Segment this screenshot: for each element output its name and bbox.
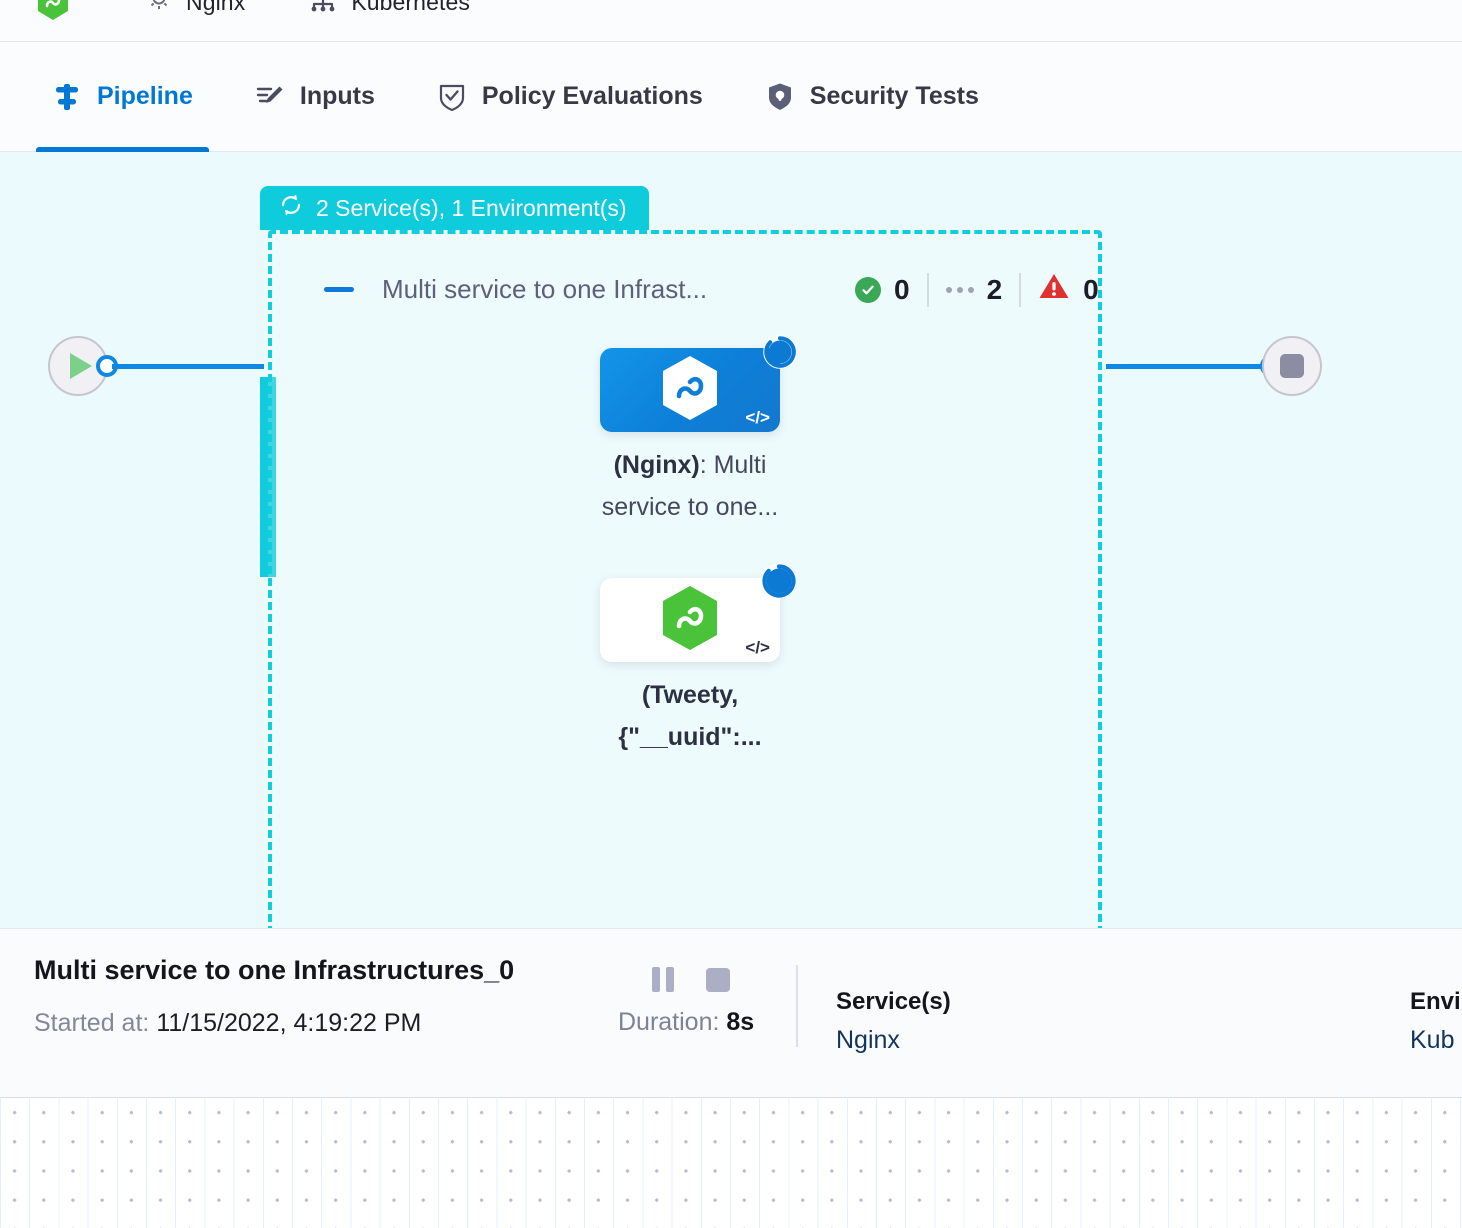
node-card-nginx[interactable]: </> [600, 348, 780, 432]
tab-inputs[interactable]: Inputs [239, 42, 391, 152]
detail-divider [796, 965, 798, 1047]
node-status-spinner-nginx [763, 335, 797, 369]
breadcrumb-label-2: Kubernetes [351, 0, 470, 15]
breadcrumb-item-nginx[interactable]: Nginx [144, 0, 245, 21]
inputs-pencil-icon [255, 82, 285, 112]
breadcrumb-item-kubernetes[interactable]: Kubernetes [307, 0, 470, 21]
status-success-count: 0 [894, 273, 910, 305]
stop-icon [1280, 354, 1304, 378]
status-error-count: 0 [1083, 273, 1099, 305]
minus-icon[interactable] [324, 287, 354, 292]
execution-detail-bar [0, 928, 1462, 1098]
node-label-nginx-rest: : Multi [699, 451, 767, 479]
status-success: 0 [838, 274, 927, 306]
kubernetes-icon [307, 0, 339, 21]
breadcrumb: Nginx Kubernetes [0, 0, 1462, 42]
group-header[interactable]: Multi service to one Infrast... [324, 274, 707, 305]
execution-title: Multi service to one Infrastructures_0 [34, 955, 515, 985]
environments-column: Envi Kub [1410, 988, 1461, 1055]
node-label-tweety: (Tweety, {"__uuid":... [560, 674, 820, 758]
end-node[interactable] [1262, 336, 1322, 396]
status-error: 0 [1021, 272, 1116, 307]
node-label-nginx-line2: service to one... [601, 493, 779, 521]
environments-heading: Envi [1410, 988, 1461, 1015]
pause-button[interactable] [652, 967, 674, 992]
tab-policy-evaluations[interactable]: Policy Evaluations [421, 42, 719, 152]
play-icon [70, 353, 92, 379]
group-title: Multi service to one Infrast... [382, 274, 708, 304]
node-card-tweety[interactable]: </> [600, 578, 780, 662]
group-badge[interactable]: 2 Service(s), 1 Environment(s) [260, 186, 649, 230]
harness-hexagon-icon [659, 584, 721, 657]
harness-hexagon-icon [659, 354, 721, 427]
execution-duration: Duration: 8s [618, 1008, 754, 1037]
node-label-tweety-line2: {"__uuid":... [618, 723, 762, 751]
services-column: Service(s) Nginx [836, 988, 951, 1055]
check-circle-icon [855, 276, 881, 303]
pending-dots-icon [945, 286, 974, 293]
status-running: 2 [929, 274, 1020, 306]
execution-transport-controls [652, 967, 730, 992]
node-label-nginx: (Nginx): Multi service to one... [560, 444, 820, 528]
environments-value[interactable]: Kub [1410, 1026, 1455, 1054]
started-at-value: 11/15/2022, 4:19:22 PM [156, 1009, 422, 1037]
code-badge-icon: </> [745, 408, 770, 427]
breadcrumb-item-service[interactable] [36, 0, 82, 22]
group-status-counts: 0 2 0 [838, 272, 1116, 307]
duration-label: Duration: [618, 1008, 720, 1036]
tab-label-security-tests: Security Tests [809, 82, 979, 110]
gear-icon [144, 0, 174, 21]
tab-label-inputs: Inputs [299, 82, 375, 110]
tab-label-policy-evaluations: Policy Evaluations [481, 82, 703, 110]
node-label-tweety-bold: (Tweety, [641, 681, 739, 709]
code-badge-icon: </> [745, 638, 770, 657]
tab-pipeline[interactable]: Pipeline [36, 42, 209, 152]
tab-security-tests[interactable]: Security Tests [749, 42, 995, 152]
edge-start-to-group [112, 364, 264, 369]
status-divider-2 [1019, 272, 1022, 307]
loop-repeat-icon [278, 192, 304, 224]
node-label-nginx-bold: (Nginx) [613, 451, 700, 479]
warning-triangle-icon [1038, 272, 1070, 307]
started-at-label: Started at: [34, 1009, 150, 1037]
tab-label-pipeline: Pipeline [97, 82, 193, 110]
services-heading: Service(s) [836, 988, 951, 1015]
execution-started-at: Started at: 11/15/2022, 4:19:22 PM [34, 1009, 421, 1038]
pipeline-canvas[interactable]: 2 Service(s), 1 Environment(s) Multi ser… [0, 152, 1462, 928]
status-divider-1 [926, 272, 929, 307]
hexagon-green-icon [36, 0, 70, 22]
security-shield-icon [765, 82, 795, 112]
node-status-spinner-tweety [761, 563, 797, 599]
breadcrumb-label-1: Nginx [186, 0, 246, 15]
stop-button[interactable] [706, 967, 730, 992]
policy-shield-check-icon [437, 82, 467, 112]
edge-group-to-end [1106, 364, 1266, 369]
canvas-dot-grid [0, 1098, 1462, 1228]
tab-bar: Pipeline Inputs Policy Evaluations [0, 42, 1462, 152]
services-value[interactable]: Nginx [836, 1026, 900, 1054]
status-running-count: 2 [986, 273, 1003, 305]
pipeline-icon [52, 82, 82, 112]
group-badge-label: 2 Service(s), 1 Environment(s) [316, 194, 627, 221]
duration-value: 8s [726, 1008, 755, 1036]
